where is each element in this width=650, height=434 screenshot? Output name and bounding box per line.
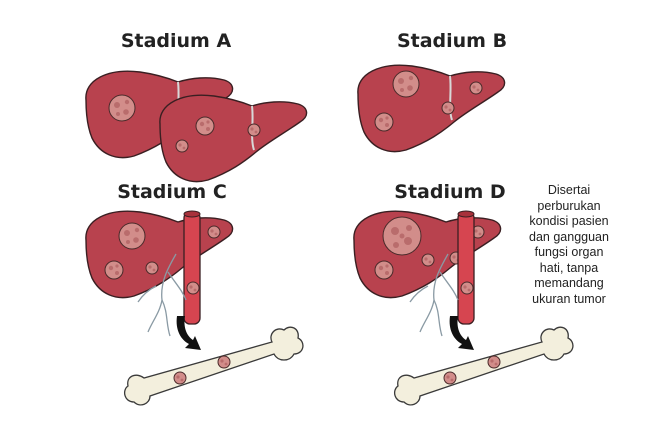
liver-b [357,64,506,153]
note-line: Disertai [547,183,591,197]
liver-a-second [159,94,308,183]
stage-d-illustration [353,210,574,406]
blood-vessel-d [457,210,475,325]
stage-a-illustration [85,70,308,183]
note-line: dan gangguan [529,229,609,244]
stage-b-illustration [357,64,506,153]
bone-d [393,326,574,406]
bone-c [123,326,304,406]
note-line: ukuran tumor [532,291,606,306]
note-line: memandang [534,276,604,290]
note-line: perburukan [537,198,601,213]
stage-d-note: Disertai perburukan kondisi pasien dan g… [503,183,635,307]
stage-c-title: Stadium C [117,181,227,203]
note-line: fungsi organ [534,245,604,259]
stage-c-illustration [85,210,304,406]
stage-d-title: Stadium D [394,181,506,203]
stage-b-title: Stadium B [396,30,508,52]
blood-vessel-c [183,210,201,325]
liver-c [85,210,234,299]
vein-branches-d [409,253,459,337]
stage-a-title: Stadium A [120,30,232,52]
vein-branches-c [137,253,187,337]
note-line: hati, tanpa [539,260,599,275]
liver-d [353,210,502,299]
note-line: kondisi pasien [529,214,609,228]
